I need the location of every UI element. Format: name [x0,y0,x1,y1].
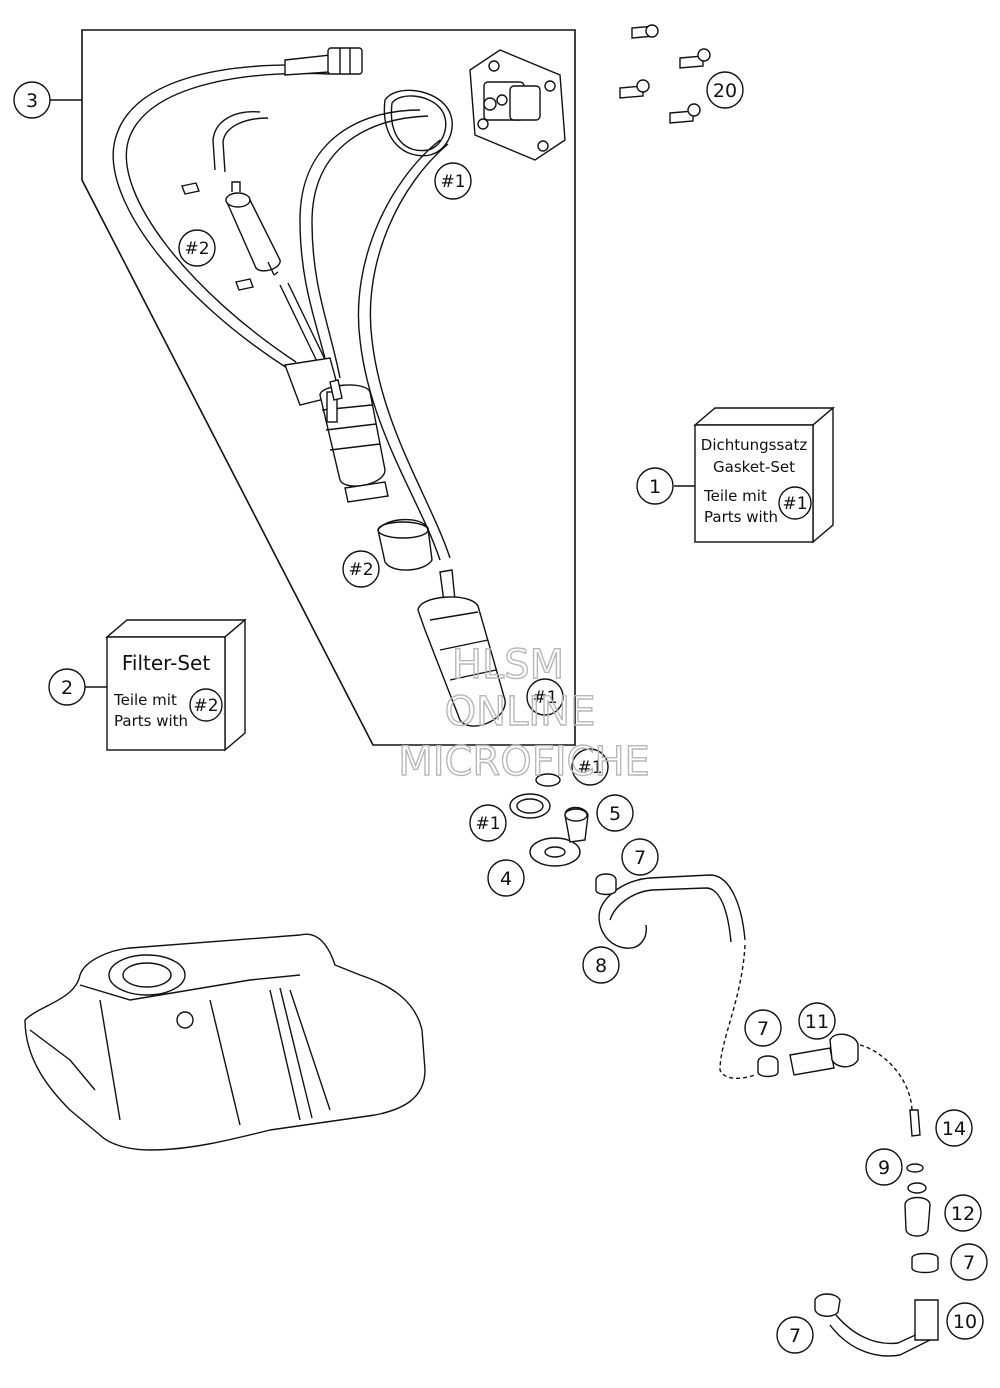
filter-box-line1: Teile mit [113,691,177,709]
fuel-pump [284,357,389,503]
ref-seal: #1 [440,172,465,192]
callout-5: 5 [609,803,621,825]
gasket-box-line2: Gasket-Set [713,458,795,476]
callout-7-bottom: 7 [789,1325,801,1347]
callout-7-lower: 7 [963,1252,975,1274]
callout-7-upper: 7 [634,847,646,869]
callout-10: 10 [953,1311,977,1333]
callout-7-middle: 7 [757,1018,769,1040]
pump-housing [417,569,506,727]
small-parts [509,773,939,1317]
gasket-box-ref: #1 [782,494,807,514]
leader-lines [50,99,695,688]
callout-4: 4 [500,868,512,890]
filter-box-line2: Parts with [114,712,188,730]
callout-3: 3 [26,90,38,112]
gasket-box-line4: Parts with [704,508,778,526]
watermark-line2: ONLINE [445,689,596,735]
filter-sleeve [377,518,433,571]
callout-2: 2 [61,677,73,699]
gasket-set-box [693,406,835,544]
ref-filter: #2 [184,239,209,259]
callout-14: 14 [942,1118,966,1140]
callout-circles [13,71,988,1354]
ref-sleeve: #2 [348,560,373,580]
harness-connector [284,47,363,76]
gasket-box-line1: Dichtungssatz [701,436,808,454]
filter-box-ref-circle [189,688,223,722]
filter-set-box [105,618,247,752]
fuel-tank [24,933,426,1151]
filter-box-title: Filter-Set [122,651,210,675]
callout-9: 9 [878,1157,890,1179]
callout-1: 1 [649,476,661,498]
watermark-line1: HLSM [452,642,564,688]
flange-seal [383,89,453,157]
filter-box-ref: #2 [193,696,218,716]
reference-circles [178,162,609,842]
ref-pump: #1 [532,688,557,708]
fuel-hoses [598,874,939,1357]
callout-12: 12 [951,1203,975,1225]
fuel-filter [181,181,281,291]
pump-flange [469,49,566,161]
ref-oring: #1 [577,758,602,778]
fuel-pump-harness [112,64,451,561]
callout-8: 8 [595,955,607,977]
callout-20: 20 [713,80,737,102]
ref-washer: #1 [475,814,500,834]
gasket-box-ref-circle [778,486,812,520]
assembly-frame [81,29,576,746]
callout-11: 11 [805,1011,829,1033]
gasket-box-line3: Teile mit [703,487,767,505]
watermark-line3: MICROFICHE [398,739,650,785]
bolts [619,24,711,124]
